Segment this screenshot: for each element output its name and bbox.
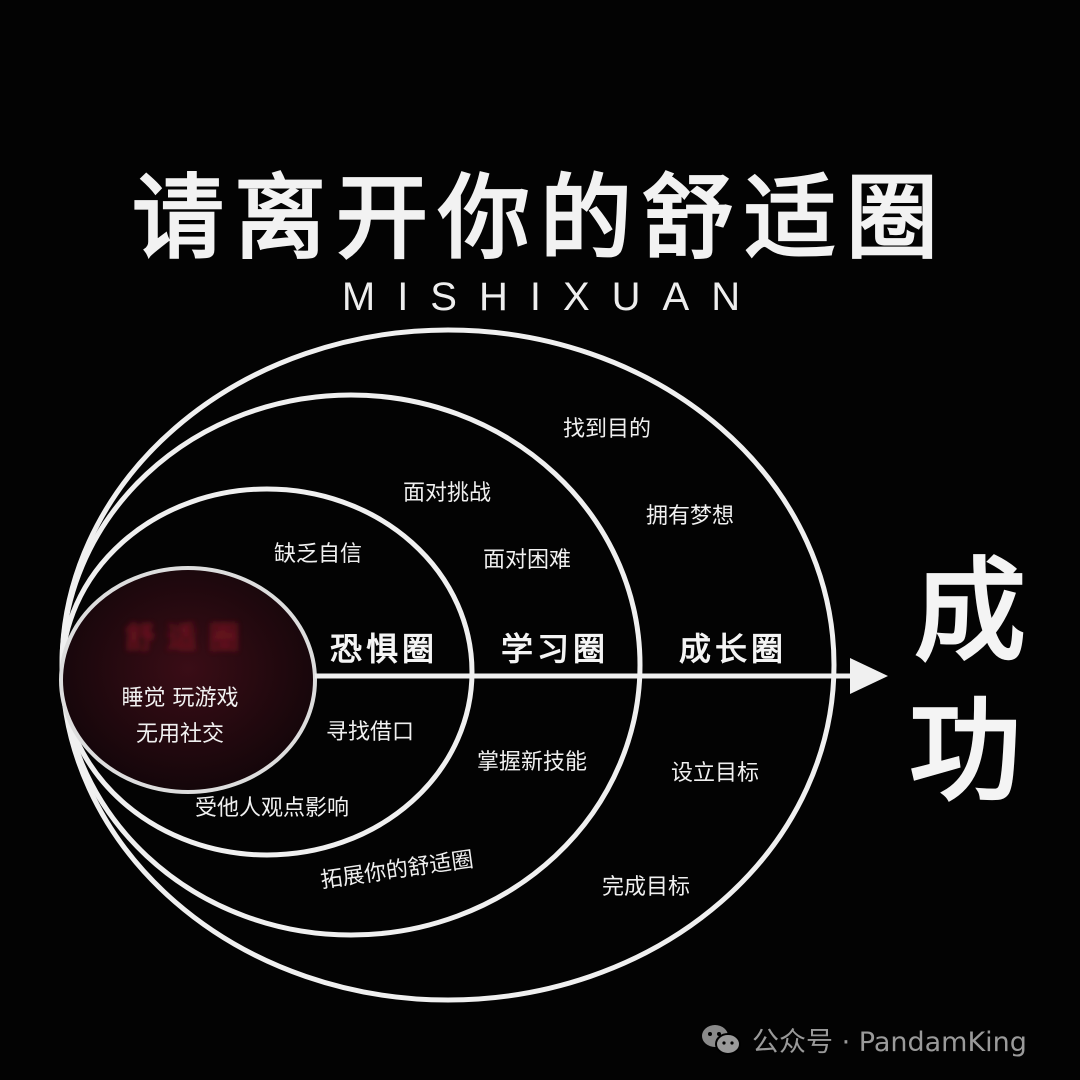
success-char: 成 (914, 546, 1026, 677)
comfort-zone-circle (59, 566, 317, 794)
growth-item: 完成目标 (602, 875, 690, 900)
fear-zone-name: 恐惧圈 (330, 630, 438, 668)
title: 请离开你的舒适圈 (132, 164, 948, 272)
learning-item: 拓展你的舒适圈 (319, 847, 475, 893)
comfort-item: 无用社交 (136, 722, 224, 747)
learning-item: 面对困难 (483, 548, 571, 573)
fear-item: 受他人观点影响 (195, 796, 349, 821)
growth-item: 拥有梦想 (646, 504, 734, 529)
learning-zone-name: 学习圈 (501, 630, 609, 668)
comfort-zone-name: 舒适圈 (125, 621, 251, 656)
comfort-item: 睡觉 玩游戏 (122, 686, 239, 711)
subtitle: MISHIXUAN (342, 275, 762, 319)
watermark: 公众号 · PandamKing (700, 1020, 1027, 1059)
growth-item: 设立目标 (671, 761, 759, 786)
arrow-head-icon (850, 658, 888, 694)
learning-item: 掌握新技能 (477, 750, 587, 775)
learning-item: 面对挑战 (403, 481, 491, 506)
watermark-text: 公众号 · PandamKing (752, 1027, 1027, 1058)
fear-item: 寻找借口 (326, 720, 414, 745)
growth-zone-name: 成长圈 (679, 630, 787, 668)
growth-item: 找到目的 (563, 417, 651, 442)
fear-item: 缺乏自信 (274, 542, 362, 567)
wechat-icon (702, 1024, 741, 1055)
success-char: 功 (909, 686, 1021, 817)
